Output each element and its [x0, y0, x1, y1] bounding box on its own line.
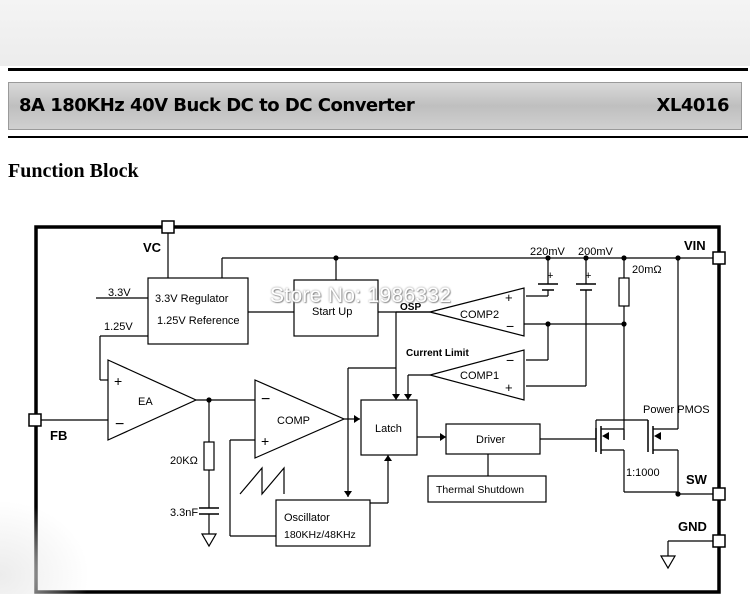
- thermal-shutdown-block: [427, 475, 547, 503]
- section-title: Function Block: [8, 160, 139, 182]
- label-ratio: 1:1000: [626, 467, 660, 479]
- label-20k-ohm: 20KΩ: [170, 455, 198, 467]
- header-rule-top: [8, 68, 748, 71]
- pin-label-gnd: GND: [678, 519, 707, 534]
- comp-label: COMP: [277, 415, 310, 427]
- title-banner: 8A 180KHz 40V Buck DC to DC Converter XL…: [8, 82, 742, 130]
- svg-text:−: −: [506, 352, 514, 368]
- svg-text:+: +: [505, 380, 513, 395]
- label-20m-ohm: 20mΩ: [632, 264, 662, 276]
- startup-label: Start Up: [312, 306, 352, 318]
- ground-symbol-gnd: [659, 555, 677, 570]
- svg-text:−: −: [115, 416, 124, 433]
- top-strip: [0, 0, 750, 66]
- label-200mv: 200mV: [578, 246, 614, 258]
- svg-text:+: +: [505, 290, 513, 305]
- pin-vc: [161, 220, 175, 234]
- pin-fb: [28, 413, 42, 427]
- label-220mv: 220mV: [530, 246, 566, 258]
- svg-text:+: +: [585, 270, 591, 282]
- oscillator-label-2: 180KHz/48KHz: [284, 529, 356, 541]
- resistor-20k: [203, 441, 215, 471]
- corner-fade: [0, 500, 90, 594]
- ground-symbol-comp: [200, 533, 218, 548]
- label-power-pmos: Power PMOS: [643, 404, 710, 416]
- sawtooth-waveform: [239, 466, 285, 496]
- label-current-limit: Current Limit: [406, 348, 469, 359]
- svg-text:+: +: [261, 433, 269, 449]
- store-watermark: Store No: 1986332: [270, 284, 452, 307]
- latch-block: [360, 399, 418, 456]
- thermal-shutdown-label: Thermal Shutdown: [436, 484, 524, 496]
- chip-outline: [34, 225, 721, 594]
- oscillator-block: [275, 499, 371, 547]
- pin-label-vin: VIN: [684, 238, 706, 253]
- svg-text:+: +: [547, 270, 553, 282]
- svg-text:−: −: [261, 391, 270, 408]
- startup-block: [293, 279, 379, 337]
- header-rule-bottom: [8, 136, 748, 138]
- regulator-label-2: 1.25V Reference: [157, 315, 240, 327]
- comp1-triangle: [427, 349, 525, 401]
- part-number: XL4016: [656, 95, 730, 116]
- comp-triangle: [254, 379, 346, 459]
- pin-label-vc: VC: [143, 240, 162, 255]
- label-osp: OSP: [400, 302, 421, 313]
- comp2-triangle: [429, 287, 525, 337]
- pin-gnd: [712, 534, 726, 548]
- svg-text:−: −: [506, 318, 514, 334]
- pin-label-fb: FB: [50, 428, 67, 443]
- label-1-25v: 1.25V: [104, 321, 133, 333]
- pin-label-sw: SW: [686, 472, 708, 487]
- regulator-block: [147, 277, 249, 345]
- ea-triangle: [107, 359, 198, 441]
- label-3-3v: 3.3V: [108, 287, 131, 299]
- latch-label: Latch: [375, 423, 402, 435]
- ea-label: EA: [138, 396, 153, 408]
- regulator-label-1: 3.3V Regulator: [155, 293, 229, 305]
- svg-text:+: +: [114, 373, 122, 389]
- pin-sw: [712, 487, 726, 501]
- comp1-label: COMP1: [460, 370, 499, 382]
- comp2-label: COMP2: [460, 309, 499, 321]
- datasheet-title: 8A 180KHz 40V Buck DC to DC Converter: [19, 95, 415, 116]
- label-3-3nf: 3.3nF: [170, 507, 198, 519]
- sense-resistor: [618, 277, 630, 307]
- driver-label: Driver: [476, 434, 506, 446]
- pin-vin: [712, 251, 726, 265]
- oscillator-label-1: Oscillator: [284, 512, 330, 524]
